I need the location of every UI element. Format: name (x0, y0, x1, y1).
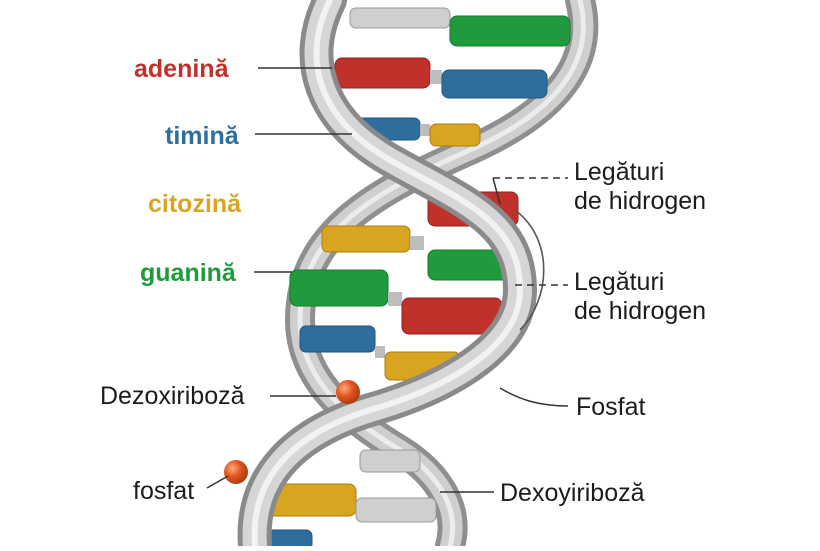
base-segment-thymine (441, 69, 548, 99)
base-segment-grey (349, 7, 451, 29)
base-segment-guanine (289, 269, 389, 307)
base-segment-grey (359, 449, 421, 473)
base-segment-cytosine (429, 123, 481, 147)
label-phosphate-left: fosfat (133, 477, 195, 505)
base-segment-adenine (334, 57, 431, 89)
leader-line-phosphate-right (499, 387, 569, 407)
leader-lines (206, 67, 569, 493)
base-segment-cytosine (321, 225, 411, 253)
phosphate-ball-icon (336, 380, 360, 404)
base-connector (420, 124, 430, 136)
base-connector (410, 236, 424, 250)
base-connector (388, 292, 402, 306)
base-connector (375, 346, 385, 358)
phosphate-ball-icon (224, 460, 248, 484)
label-guanine: guanină (140, 259, 236, 287)
label-hydrogen-bonds-2-line2: de hidrogen (574, 297, 707, 325)
label-phosphate-right: Fosfat (576, 393, 646, 421)
base-segment-grey (355, 497, 437, 523)
hydrogen-bond-bracket (514, 209, 545, 331)
base-pair-3 (347, 117, 481, 147)
label-hydrogen-bonds-1-line2: de hidrogen (574, 187, 707, 215)
base-pair-9 (267, 483, 437, 523)
backbone-strand-front (237, 0, 538, 551)
label-cytosine: citozină (148, 190, 242, 218)
base-pair-5 (321, 225, 517, 281)
base-segment-guanine (449, 15, 571, 47)
base-pair-2 (334, 57, 548, 99)
label-thymine: timină (165, 122, 239, 150)
label-hydrogen-bonds-1: Legături de hidrogen (574, 158, 706, 216)
base-connector (430, 70, 442, 84)
base-segment-adenine (401, 297, 503, 335)
base-pair-1 (349, 7, 571, 47)
base-segment-thymine (299, 325, 376, 353)
label-hydrogen-bonds-2-line1: Legături (574, 268, 665, 296)
label-deoxyribose-right: Dexoyiriboză (500, 479, 645, 507)
label-hydrogen-bonds-2: Legături de hidrogen (574, 268, 706, 326)
base-pair-6 (289, 269, 503, 335)
base-pair-8 (359, 449, 421, 473)
leader-line-hbond-1-tick (492, 177, 501, 205)
label-adenine: adenină (134, 55, 229, 83)
leader-line-phosphate-left (206, 475, 229, 489)
label-deoxyribose-left: Dezoxiriboză (100, 382, 245, 410)
label-hydrogen-bonds-1-line1: Legături (574, 158, 665, 186)
